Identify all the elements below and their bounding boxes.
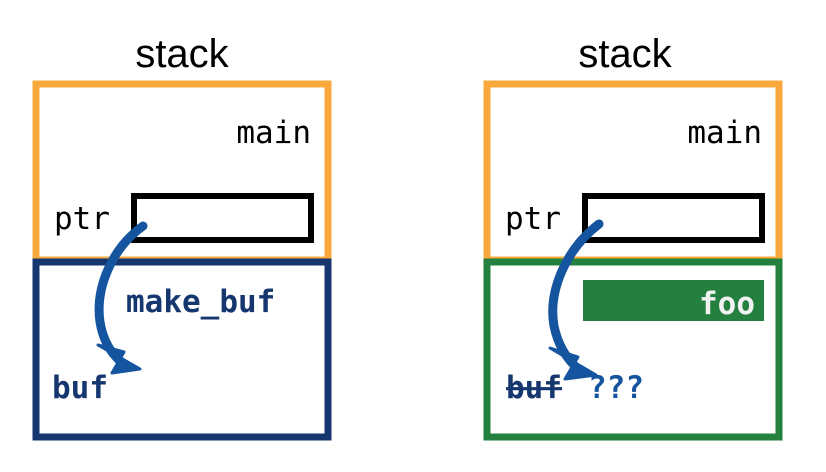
panel-right-title: stack	[578, 32, 672, 76]
panel-left-ptr-label: ptr	[54, 201, 110, 237]
panel-right-ptr-label: ptr	[505, 201, 561, 237]
panel-right-overwrite-label: foo	[699, 286, 755, 322]
panel-right-main-label: main	[687, 115, 762, 151]
panel-left-callee-frame-label: make_buf	[126, 284, 275, 320]
panel-left-pointer-arrow	[94, 221, 148, 375]
panel-right-pointer-arrow	[548, 219, 604, 381]
panel-right-ptr-slot	[582, 193, 765, 243]
panel-right-overwrite-bar-fill	[583, 280, 764, 321]
panel-right-unknown-label: ???	[588, 370, 644, 406]
panel-left: stack main ptr make_buf buf	[32, 32, 332, 441]
panel-left-main-label: main	[236, 115, 311, 151]
panel-left-title: stack	[135, 32, 229, 76]
panel-right: stack main ptr foo buf	[483, 32, 783, 441]
panel-left-ptr-slot	[131, 193, 314, 243]
panel-left-buffer-label: buf	[52, 370, 108, 406]
panel-right-buffer-label: buf	[506, 370, 562, 406]
panel-right-overwrite-bar: foo	[583, 280, 764, 322]
panel-left-callee-frame-box	[32, 258, 332, 441]
